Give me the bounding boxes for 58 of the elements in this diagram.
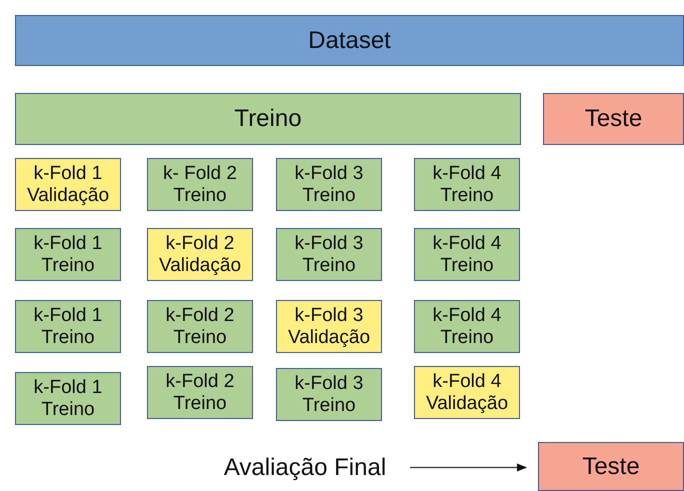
block-label: Treino xyxy=(234,105,302,133)
fold-box xyxy=(276,158,382,211)
fold-box xyxy=(15,228,121,281)
fold-title: k-Fold 4 xyxy=(432,304,502,326)
fold-role: Treino xyxy=(173,326,227,348)
fold-title: k-Fold 3 xyxy=(294,162,364,184)
fold-box xyxy=(147,366,253,419)
fold-box xyxy=(276,228,382,281)
fold-role: Treino xyxy=(302,254,356,276)
fold-role: Treino xyxy=(302,394,356,416)
fold-title: k-Fold 4 xyxy=(432,232,502,254)
fold-title: k-Fold 3 xyxy=(294,304,364,326)
fold-title: k-Fold 3 xyxy=(294,232,364,254)
fold-box xyxy=(15,158,121,211)
fold-box xyxy=(276,368,382,421)
fold-role: Treino xyxy=(440,184,494,206)
fold-box xyxy=(414,366,520,419)
fold-title: k-Fold 1 xyxy=(34,376,102,398)
fold-title: k-Fold 4 xyxy=(432,370,502,392)
data-block xyxy=(15,93,521,145)
fold-role: Treino xyxy=(41,254,95,276)
fold-title: k-Fold 3 xyxy=(294,372,364,394)
fold-role: Validação xyxy=(288,326,370,348)
fold-role: Treino xyxy=(440,326,494,348)
fold-role: Validação xyxy=(26,184,110,206)
fold-box xyxy=(15,300,121,353)
fold-role: Validação xyxy=(426,392,508,414)
fold-box xyxy=(147,228,253,281)
block-label: Dataset xyxy=(308,26,391,54)
fold-role: Treino xyxy=(41,326,95,348)
fold-box xyxy=(414,158,520,211)
fold-title: k-Fold 2 xyxy=(166,304,234,326)
fold-title: k-Fold 2 xyxy=(166,232,234,254)
fold-role: Treino xyxy=(440,254,494,276)
data-block xyxy=(15,15,684,66)
fold-title: k-Fold 2 xyxy=(166,370,234,392)
data-block xyxy=(543,93,684,145)
fold-title: k-Fold 1 xyxy=(34,232,102,254)
fold-role: Validação xyxy=(158,254,242,276)
fold-box xyxy=(147,158,253,211)
block-label: Teste xyxy=(582,452,640,480)
data-block xyxy=(538,442,684,491)
fold-box xyxy=(414,228,520,281)
fold-box xyxy=(15,372,121,425)
fold-role: Treino xyxy=(41,398,95,420)
fold-box xyxy=(147,300,253,353)
fold-box xyxy=(414,300,520,353)
block-label: Teste xyxy=(584,105,642,133)
fold-role: Treino xyxy=(173,184,227,206)
fold-title: k-Fold 1 xyxy=(34,162,102,184)
caption-text: Avaliação Final xyxy=(205,448,405,488)
fold-title: k-Fold 4 xyxy=(432,162,502,184)
fold-box xyxy=(276,300,382,353)
fold-role: Treino xyxy=(302,184,356,206)
fold-title: k-Fold 1 xyxy=(34,304,102,326)
fold-title: k- Fold 2 xyxy=(163,162,237,184)
arrow xyxy=(410,464,527,472)
fold-role: Treino xyxy=(173,392,227,414)
